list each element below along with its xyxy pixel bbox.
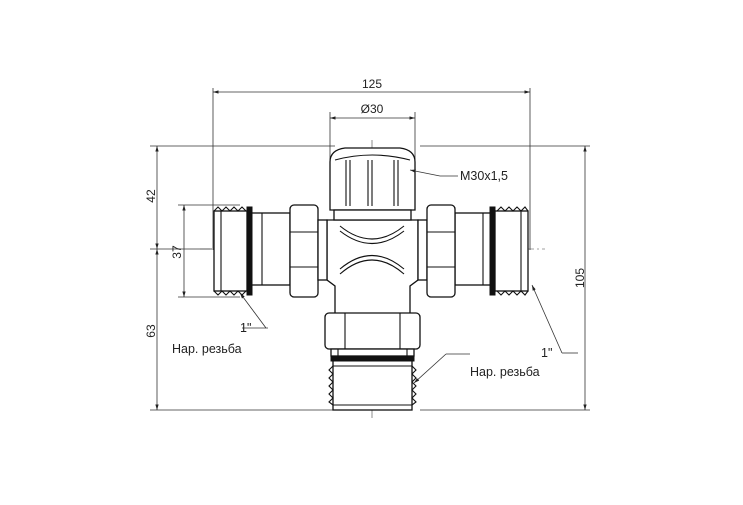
dimension-overall-width: 125 [212,77,531,250]
dimension-left-heights: 42 63 [144,145,335,411]
left-thread-note: 1" Нар. резьба [172,292,268,356]
cap-thread-label: M30x1,5 [460,169,508,183]
right-thread-label: Нар. резьба [470,365,540,379]
upper-height-label: 42 [144,189,158,203]
fitting-body [213,147,529,411]
total-height-label: 105 [573,268,587,288]
bottom-nut [324,312,421,357]
dimension-cap-diameter: Ø30 [329,102,416,160]
cap-handle [329,147,416,221]
left-thread [213,206,248,296]
bottom-thread [328,355,417,411]
left-thread-label: Нар. резьба [172,342,242,356]
left-nut [289,204,328,298]
right-thread [494,206,529,296]
dimension-port-height: 37 [170,204,240,298]
bottom-thread-note: Нар. резьба [413,353,540,384]
left-size-label: 1" [240,321,251,335]
right-thread-note: 1" [531,284,578,360]
overall-width-label: 125 [362,77,382,91]
lower-height-label: 63 [144,324,158,338]
right-nut [417,204,456,298]
port-height-label: 37 [170,245,184,259]
dimension-total-height: 105 [420,145,590,411]
cap-diameter-label: Ø30 [361,102,384,116]
right-size-label: 1" [541,346,552,360]
cap-thread-note: M30x1,5 [409,169,508,183]
